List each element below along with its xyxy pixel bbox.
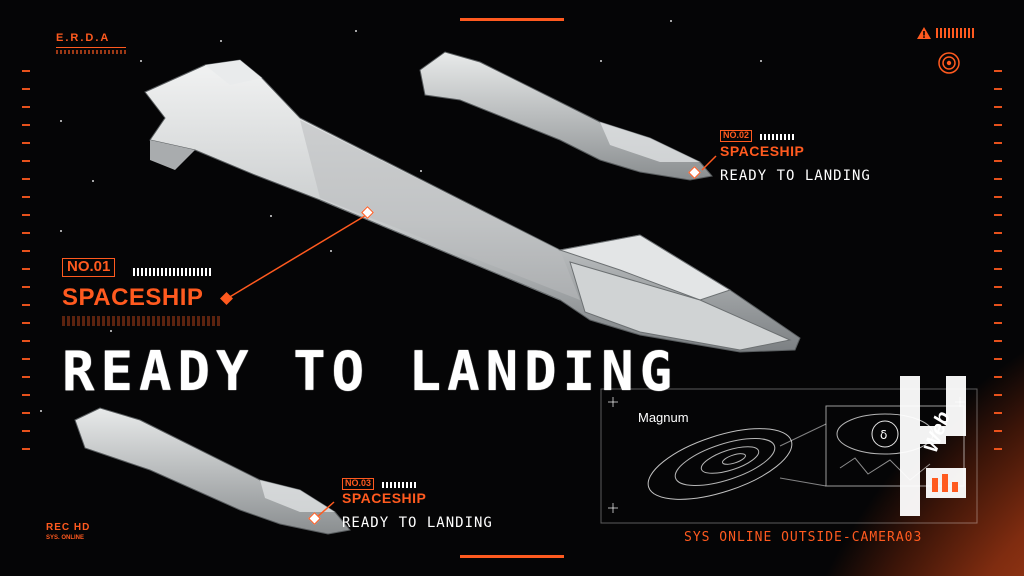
warning-triangle-icon (917, 27, 931, 39)
star (60, 230, 62, 232)
ship-1-fine-print (62, 316, 222, 326)
ship-3-barcode (382, 482, 416, 488)
web-logo (900, 376, 966, 516)
ship-3-status: READY TO LANDING (342, 515, 493, 531)
ship-2-status: READY TO LANDING (720, 168, 871, 184)
ship-1-title: SPACESHIP (62, 284, 204, 311)
star (220, 40, 222, 42)
star (40, 410, 42, 412)
radar-circle-icon (938, 52, 960, 74)
star (140, 60, 142, 62)
star (110, 330, 112, 332)
main-ship (144, 59, 801, 353)
star (270, 215, 272, 217)
star (330, 250, 332, 252)
ship-3-number: NO.03 (342, 478, 375, 490)
rec-indicator: REC HD (46, 522, 91, 533)
star (760, 60, 762, 62)
warning-barcode (936, 28, 974, 38)
second-ship (419, 51, 713, 181)
left-tick-ruler (22, 70, 30, 466)
ship-2-number: NO.02 (720, 130, 753, 142)
star (420, 170, 422, 172)
brand-tiny-print (56, 50, 126, 54)
camera-status: SYS ONLINE OUTSIDE-CAMERA03 (684, 530, 923, 545)
ship-2-barcode (760, 134, 794, 140)
ship-1-status: READY TO LANDING (62, 340, 679, 403)
right-tick-ruler (994, 70, 1002, 466)
star (355, 30, 357, 32)
star (670, 20, 672, 22)
ship-1-number: NO.01 (62, 258, 116, 277)
bottom-center-bar (460, 555, 564, 558)
star (92, 180, 94, 182)
top-center-bar (460, 18, 564, 21)
diagram-label: Magnum (638, 410, 689, 425)
star (600, 60, 602, 62)
brand-underline (56, 47, 126, 48)
ship-1-barcode (133, 268, 211, 276)
diagram-symbol: δ (880, 428, 888, 442)
ship-3-title: SPACESHIP (342, 490, 427, 506)
ship-2-title: SPACESHIP (720, 143, 805, 159)
star (60, 120, 62, 122)
sys-online-small: SYS. ONLINE (46, 535, 85, 541)
brand-label: E.R.D.A (56, 32, 111, 44)
third-ship (74, 407, 351, 535)
